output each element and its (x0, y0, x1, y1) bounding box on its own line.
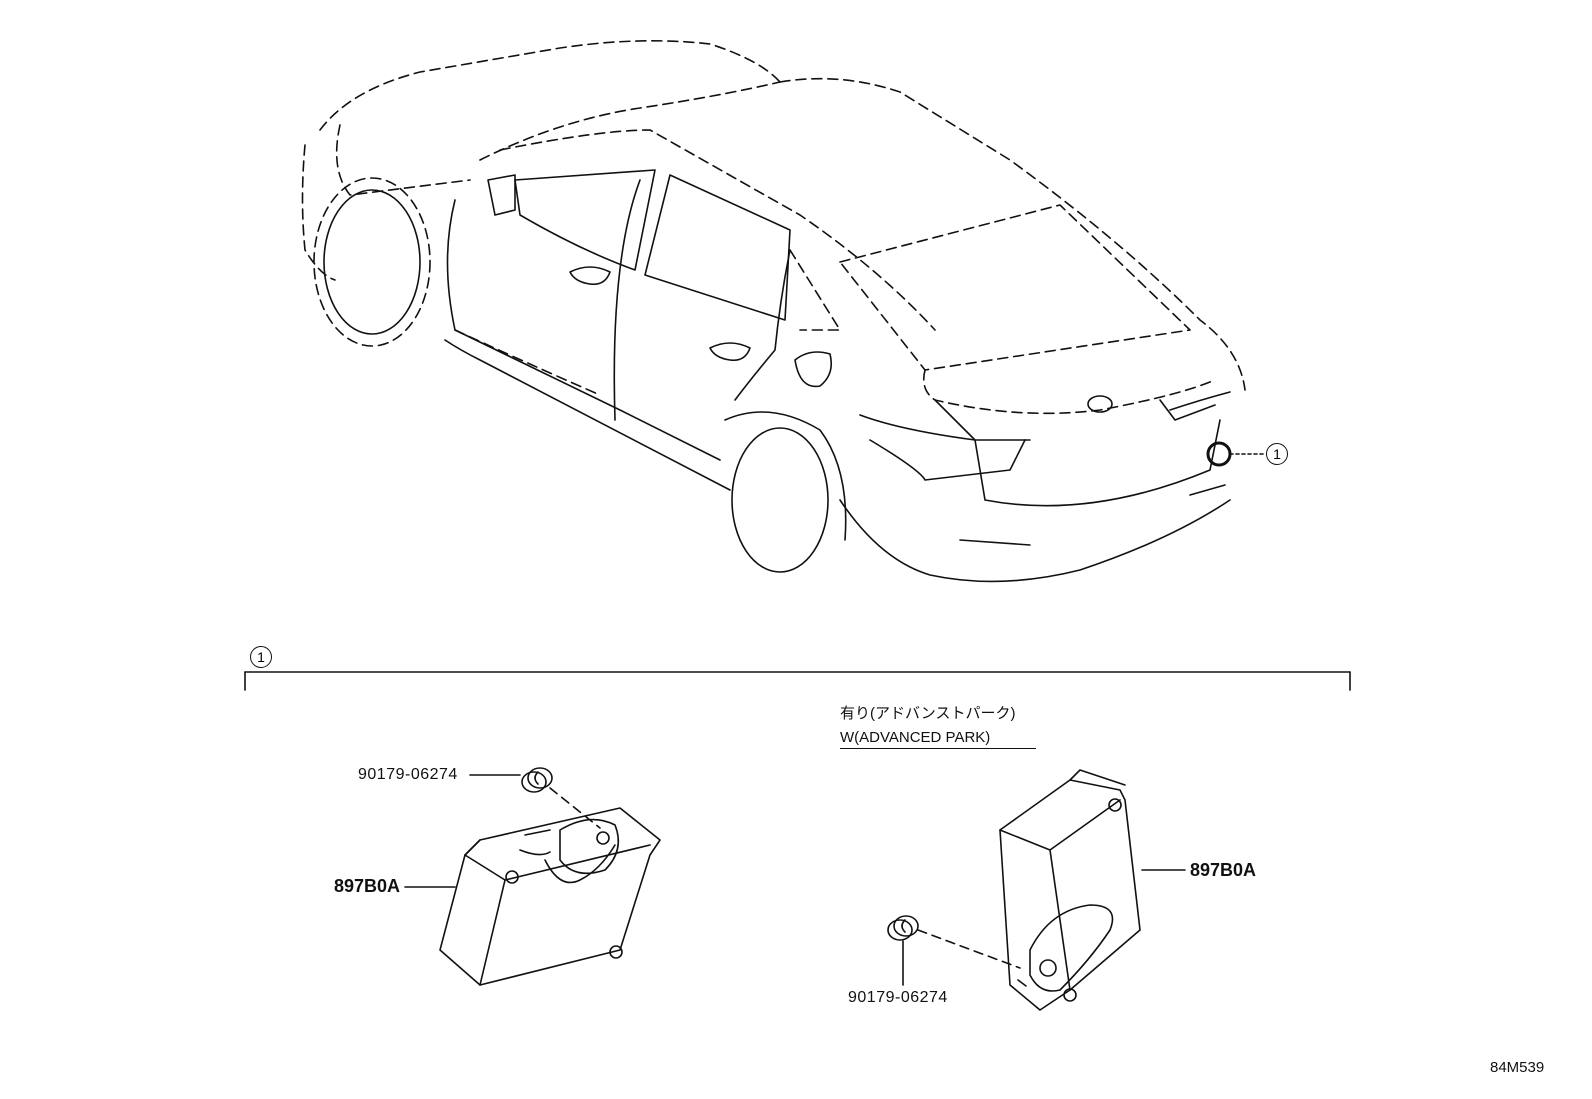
section-circle-icon: 1 (250, 646, 272, 668)
callout-number: 1 (1273, 446, 1281, 462)
diagram-code: 84M539 (1490, 1059, 1545, 1076)
section-number: 1 (257, 649, 265, 665)
variant-jp-label: 有り(アドバンストパーク) (840, 705, 1016, 722)
bolt-icon (521, 767, 553, 793)
left-assembly-artwork (404, 767, 661, 986)
right-bolt-part-number[interactable]: 90179-06274 (848, 989, 948, 1006)
bolt-icon (887, 915, 919, 941)
section-bracket (244, 671, 1351, 691)
left-module-part-number[interactable]: 897B0A (334, 876, 401, 896)
car-outline-icon (301, 40, 1266, 583)
control-module-icon (999, 769, 1141, 1011)
right-assembly-artwork (887, 769, 1186, 1011)
left-bolt-part-number[interactable]: 90179-06274 (358, 766, 458, 783)
variant-en-label: W(ADVANCED PARK) (840, 730, 1036, 749)
right-module-part-number[interactable]: 897B0A (1190, 860, 1257, 880)
callout-circle-icon: 1 (1266, 443, 1288, 465)
control-module-icon (439, 807, 661, 986)
